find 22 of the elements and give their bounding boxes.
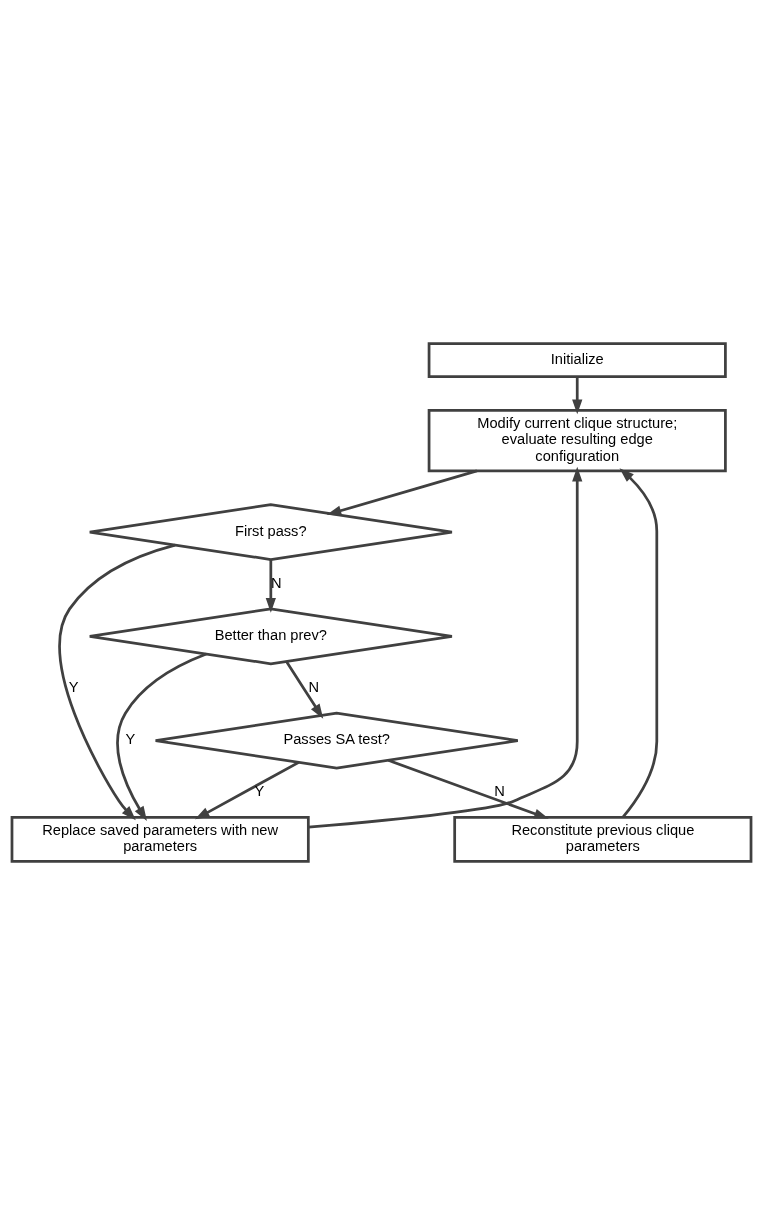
node-box: Initialize	[427, 342, 727, 378]
arrow	[619, 468, 659, 819]
arrow	[285, 660, 324, 719]
edge-label: Y	[125, 731, 136, 748]
edge-label: N	[494, 783, 505, 800]
edge-label: Y	[254, 783, 265, 800]
node-box: Modify current clique structure; evaluate resulting edge configuration	[427, 409, 727, 473]
arrow	[326, 469, 478, 516]
node-diamond: Better than prev?	[88, 607, 454, 666]
arrow	[265, 559, 276, 613]
node-box: Reconstitute previous clique parameters	[453, 816, 753, 863]
arrow	[194, 761, 300, 820]
arrow	[58, 543, 176, 821]
arrow	[387, 759, 549, 819]
arrow	[116, 652, 207, 821]
arrow	[572, 376, 583, 415]
node-box: Replace saved parameters with new parameters	[10, 816, 310, 863]
edge-label: N	[308, 678, 320, 695]
edge-label: Y	[68, 678, 79, 695]
node-diamond: Passes SA test?	[154, 711, 520, 770]
arrow	[308, 466, 583, 829]
edge-label: N	[271, 574, 282, 591]
